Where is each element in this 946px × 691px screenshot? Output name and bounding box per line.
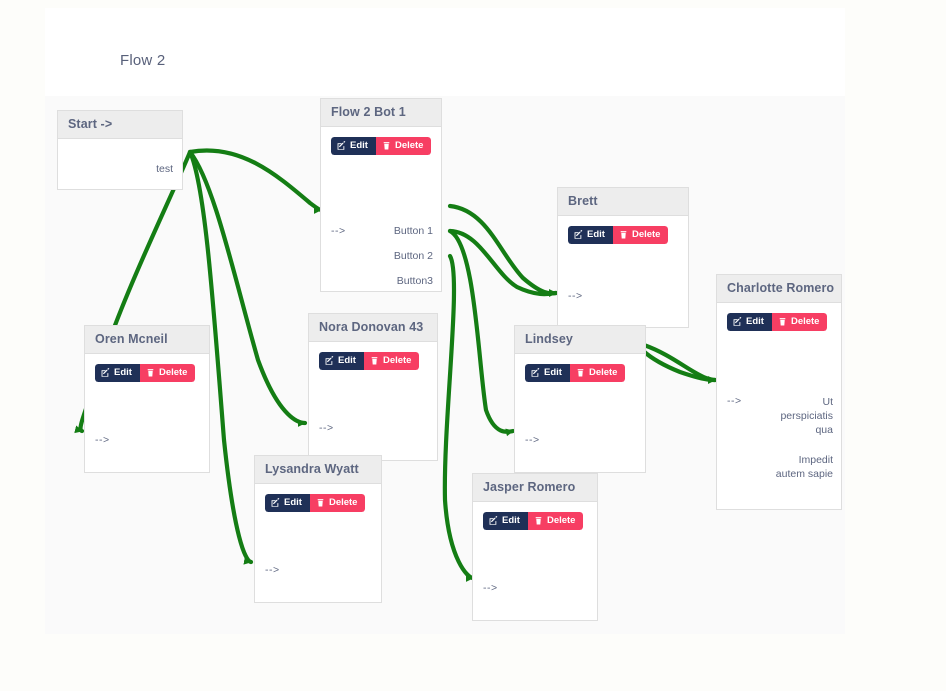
pencil-square-icon (101, 368, 110, 378)
port-in[interactable]: --> (483, 582, 498, 594)
edit-button-label: Edit (350, 140, 368, 151)
page-title: Flow 2 (120, 52, 166, 69)
port-in[interactable]: --> (95, 434, 110, 446)
port-out-impedit-autem-sapie[interactable]: Impedit autem sapie (775, 454, 833, 481)
node-title: Nora Donovan 43 (309, 314, 437, 342)
edit-button[interactable]: Edit (331, 137, 376, 155)
node-brett[interactable]: Brett Edit (557, 187, 689, 328)
edit-button[interactable]: Edit (265, 494, 310, 512)
delete-button[interactable]: Delete (771, 313, 828, 331)
node-actions: Edit Delete (525, 364, 626, 382)
node-title: Lindsey (515, 326, 645, 354)
edit-button[interactable]: Edit (568, 226, 613, 244)
node-charlotte-romero[interactable]: Charlotte Romero Edit (716, 274, 842, 510)
trash-icon (382, 141, 391, 150)
node-lindsey[interactable]: Lindsey Edit (514, 325, 646, 473)
trash-icon (778, 317, 787, 326)
edit-button-label: Edit (114, 367, 132, 378)
edit-button-label: Edit (544, 367, 562, 378)
node-title: Start -> (58, 111, 182, 139)
node-title: Jasper Romero (473, 474, 597, 502)
edit-button-label: Edit (502, 515, 520, 526)
port-out-test[interactable]: test (156, 163, 173, 175)
port-in[interactable]: --> (331, 225, 346, 237)
delete-button-label: Delete (631, 229, 661, 240)
node-actions: Edit Delete (483, 512, 584, 530)
node-lysandra-wyatt[interactable]: Lysandra Wyatt Edit (254, 455, 382, 603)
trash-icon (316, 498, 325, 507)
node-jasper-romero[interactable]: Jasper Romero Edit (472, 473, 598, 621)
delete-button-label: Delete (382, 355, 412, 366)
port-in[interactable]: --> (265, 564, 280, 576)
node-oren-mcneil[interactable]: Oren Mcneil Edit (84, 325, 210, 473)
node-actions: Edit Delete (568, 226, 669, 244)
edit-button[interactable]: Edit (525, 364, 570, 382)
delete-button[interactable]: Delete (527, 512, 584, 530)
node-flow-2-bot-1[interactable]: Flow 2 Bot 1 Edit (320, 98, 442, 292)
trash-icon (370, 356, 379, 365)
node-title: Charlotte Romero (717, 275, 841, 303)
delete-button-label: Delete (158, 367, 188, 378)
edit-button[interactable]: Edit (727, 313, 772, 331)
node-title: Brett (558, 188, 688, 216)
delete-button-label: Delete (328, 497, 358, 508)
node-actions: Edit Delete (95, 364, 196, 382)
delete-button[interactable]: Delete (569, 364, 626, 382)
node-actions: Edit Delete (331, 137, 432, 155)
node-start[interactable]: Start -> test (57, 110, 183, 190)
port-out-ut-perspiciatis-qua[interactable]: Ut perspiciatis qua (780, 396, 833, 437)
edit-button-label: Edit (284, 497, 302, 508)
node-title: Lysandra Wyatt (255, 456, 381, 484)
node-nora-donovan-43[interactable]: Nora Donovan 43 Edit (308, 313, 438, 461)
pencil-square-icon (337, 141, 346, 151)
node-title: Flow 2 Bot 1 (321, 99, 441, 127)
delete-button[interactable]: Delete (139, 364, 196, 382)
port-in[interactable]: --> (319, 422, 334, 434)
edit-button[interactable]: Edit (483, 512, 528, 530)
trash-icon (619, 230, 628, 239)
delete-button-label: Delete (394, 140, 424, 151)
pencil-square-icon (531, 368, 540, 378)
edit-button[interactable]: Edit (95, 364, 140, 382)
delete-button-label: Delete (546, 515, 576, 526)
delete-button[interactable]: Delete (612, 226, 669, 244)
edit-button-label: Edit (587, 229, 605, 240)
pencil-square-icon (489, 516, 498, 526)
edit-button-label: Edit (746, 316, 764, 327)
trash-icon (534, 516, 543, 525)
node-actions: Edit Delete (727, 313, 828, 331)
trash-icon (146, 368, 155, 377)
pencil-square-icon (325, 356, 334, 366)
node-actions: Edit Delete (319, 352, 420, 370)
edit-button[interactable]: Edit (319, 352, 364, 370)
port-in[interactable]: --> (568, 290, 583, 302)
delete-button[interactable]: Delete (375, 137, 432, 155)
pencil-square-icon (733, 317, 742, 327)
delete-button[interactable]: Delete (309, 494, 366, 512)
flow-header: Flow 2 (45, 8, 845, 96)
node-title: Oren Mcneil (85, 326, 209, 354)
port-in[interactable]: --> (727, 395, 742, 407)
delete-button-label: Delete (790, 316, 820, 327)
port-out-button-2[interactable]: Button 2 (393, 250, 433, 262)
edit-button-label: Edit (338, 355, 356, 366)
port-out-button-3[interactable]: Button3 (396, 275, 433, 287)
pencil-square-icon (271, 498, 280, 508)
port-in[interactable]: --> (525, 434, 540, 446)
delete-button[interactable]: Delete (363, 352, 420, 370)
pencil-square-icon (574, 230, 583, 240)
node-actions: Edit Delete (265, 494, 366, 512)
port-out-button-1[interactable]: Button 1 (393, 225, 433, 237)
trash-icon (576, 368, 585, 377)
delete-button-label: Delete (588, 367, 618, 378)
